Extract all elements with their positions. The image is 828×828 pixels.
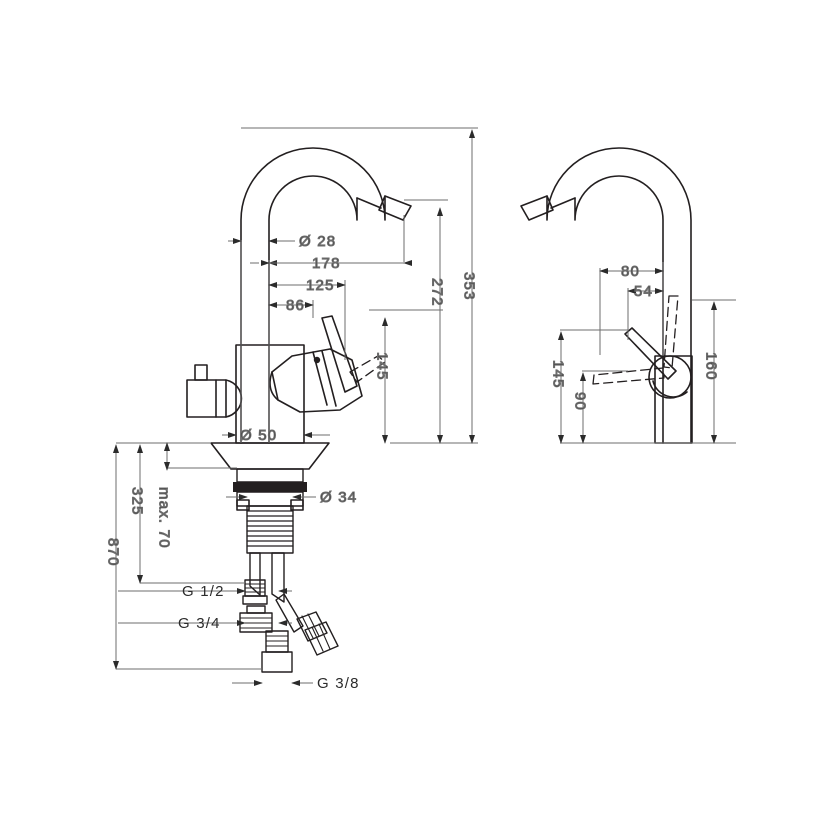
side-spout-outlet-face bbox=[520, 195, 554, 221]
dim-label-125: 125 bbox=[306, 277, 335, 294]
front-view-dimensions: Ø 28 178 125 86 Ø 50 Ø 34 bbox=[104, 127, 478, 687]
cartridge-indicator-dot bbox=[313, 356, 321, 364]
side-lever-ghost bbox=[592, 295, 679, 385]
thread-label-g34: G 3/4 bbox=[178, 615, 221, 632]
branch-hose bbox=[275, 593, 304, 633]
shank-collar bbox=[236, 468, 304, 483]
supply-tube-right bbox=[271, 552, 285, 603]
shank-washer bbox=[233, 482, 307, 492]
dim-label-353: 353 bbox=[461, 272, 478, 301]
outlet-knurl bbox=[265, 635, 289, 647]
dim-label-870: 870 bbox=[105, 538, 122, 567]
cartridge-back-curve bbox=[269, 371, 279, 401]
cartridge-housing bbox=[271, 348, 363, 413]
connector-g12-knurl bbox=[244, 583, 266, 593]
spout-outlet-face bbox=[378, 195, 412, 221]
dim-label-max70: max. 70 bbox=[156, 487, 173, 549]
dim-label-90-side: 90 bbox=[572, 392, 589, 411]
spout-outer-profile bbox=[240, 147, 386, 444]
side-spout-outlet-edge bbox=[550, 197, 576, 209]
outlet-nut-g38 bbox=[261, 651, 293, 673]
dim-label-178: 178 bbox=[312, 255, 341, 272]
lever-handle bbox=[321, 315, 358, 393]
supply-tube-left bbox=[249, 552, 261, 596]
dim-label-145-side: 145 bbox=[550, 360, 567, 389]
thread-label-g38: G 3/8 bbox=[317, 675, 360, 692]
spout-outlet-edge bbox=[356, 197, 382, 209]
side-cartridge-circle bbox=[648, 355, 692, 399]
cartridge-seam-2 bbox=[321, 350, 337, 407]
threaded-shank bbox=[246, 505, 294, 554]
dim-label-dia34: Ø 34 bbox=[320, 489, 357, 506]
thread-label-g12: G 1/2 bbox=[182, 583, 225, 600]
shank-nut-upper bbox=[236, 491, 304, 507]
dim-label-272: 272 bbox=[429, 278, 446, 307]
dim-label-160-side: 160 bbox=[703, 352, 720, 381]
side-view-geometry bbox=[520, 147, 693, 444]
dim-label-325: 325 bbox=[129, 487, 146, 516]
dim-label-86: 86 bbox=[286, 297, 305, 314]
dim-label-54: 54 bbox=[634, 283, 653, 300]
side-lever-handle bbox=[624, 327, 677, 380]
base-escutcheon bbox=[210, 442, 330, 470]
dim-label-80: 80 bbox=[621, 263, 640, 280]
side-view-dimensions: 80 54 145 90 160 bbox=[549, 262, 736, 444]
side-cartridge-arc bbox=[652, 380, 688, 398]
shank-threads bbox=[246, 510, 294, 547]
dim-label-145: 145 bbox=[374, 352, 391, 381]
dim-label-dia28: Ø 28 bbox=[299, 233, 336, 250]
spout-inner-profile bbox=[268, 175, 358, 444]
branch-fitting-a bbox=[296, 611, 328, 642]
side-lever-body bbox=[186, 379, 227, 418]
side-spout-inner-profile bbox=[574, 175, 664, 444]
connector-g34-cap bbox=[246, 605, 266, 614]
branch-fitting-knurl bbox=[301, 613, 331, 652]
side-spout-outer-profile bbox=[546, 147, 692, 444]
side-lever-stem bbox=[194, 364, 208, 381]
connector-g12-nut bbox=[242, 595, 268, 605]
dim-label-dia50: Ø 50 bbox=[240, 427, 277, 444]
front-view-geometry bbox=[186, 147, 412, 673]
branch-fitting-b bbox=[304, 621, 339, 656]
side-lever-cap bbox=[225, 379, 243, 418]
